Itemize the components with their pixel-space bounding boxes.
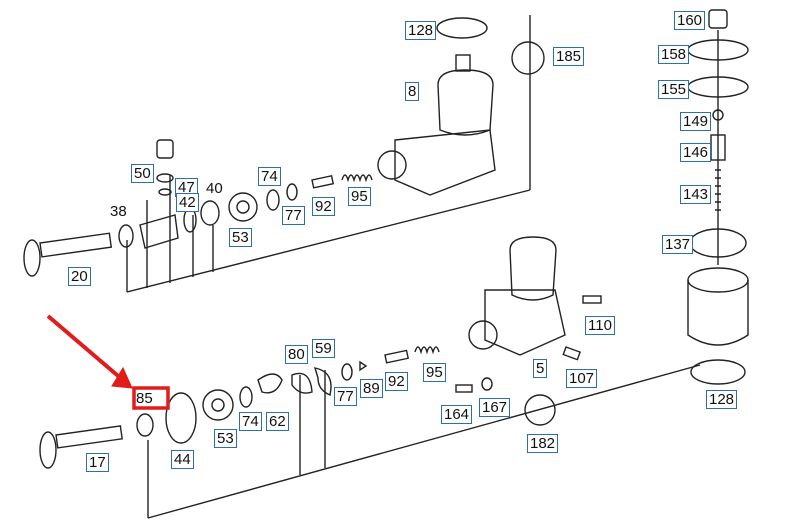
label-85[interactable]: 85 — [136, 390, 153, 407]
label-40[interactable]: 40 — [206, 180, 223, 197]
lower-assembly — [39, 236, 701, 519]
label-77-bottom[interactable]: 77 — [334, 387, 357, 406]
label-146[interactable]: 146 — [680, 143, 712, 162]
label-74-top[interactable]: 74 — [258, 167, 281, 186]
label-74-bottom[interactable]: 74 — [239, 412, 262, 431]
label-110[interactable]: 110 — [585, 316, 615, 335]
highlight-box — [132, 386, 170, 410]
label-8[interactable]: 8 — [405, 82, 420, 101]
label-155[interactable]: 155 — [658, 80, 690, 99]
label-17[interactable]: 17 — [86, 453, 109, 472]
label-128-top[interactable]: 128 — [405, 21, 437, 40]
label-80[interactable]: 80 — [285, 345, 308, 364]
label-167[interactable]: 167 — [479, 398, 511, 417]
label-5[interactable]: 5 — [533, 359, 548, 378]
label-182[interactable]: 182 — [527, 434, 559, 453]
label-38[interactable]: 38 — [110, 203, 127, 220]
label-137[interactable]: 137 — [662, 235, 694, 254]
label-44[interactable]: 44 — [171, 450, 194, 469]
label-164[interactable]: 164 — [441, 405, 473, 424]
label-160[interactable]: 160 — [674, 11, 706, 30]
label-149[interactable]: 149 — [680, 112, 712, 131]
label-42[interactable]: 42 — [176, 193, 199, 212]
label-77-top[interactable]: 77 — [282, 206, 305, 225]
label-128-bottom[interactable]: 128 — [706, 390, 738, 409]
label-92-top[interactable]: 92 — [312, 197, 335, 216]
label-158[interactable]: 158 — [658, 45, 690, 64]
label-47[interactable]: 47 — [175, 178, 198, 197]
label-20[interactable]: 20 — [68, 267, 91, 286]
label-62[interactable]: 62 — [266, 412, 289, 431]
label-95-top[interactable]: 95 — [348, 187, 371, 206]
label-53-bottom[interactable]: 53 — [214, 429, 237, 448]
label-143[interactable]: 143 — [680, 185, 712, 204]
label-59[interactable]: 59 — [312, 339, 335, 358]
label-53-top[interactable]: 53 — [229, 228, 252, 247]
label-50[interactable]: 50 — [131, 164, 154, 183]
highlight-arrow — [46, 314, 133, 389]
label-107[interactable]: 107 — [566, 369, 598, 388]
label-185[interactable]: 185 — [553, 47, 585, 66]
label-89[interactable]: 89 — [360, 379, 383, 398]
upper-assembly — [23, 15, 545, 293]
label-95-bottom[interactable]: 95 — [423, 363, 446, 382]
label-92-bottom[interactable]: 92 — [385, 372, 408, 391]
